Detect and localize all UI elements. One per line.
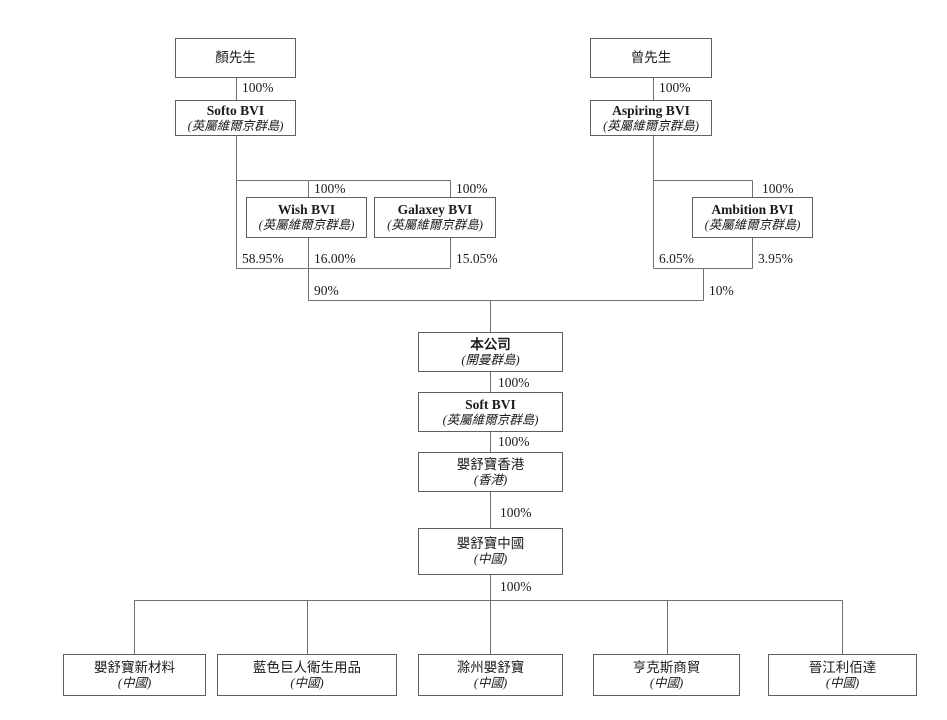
entity-jurisdiction: (英屬維爾京群島) <box>387 218 483 233</box>
entity-name: 滁州嬰舒寶 <box>456 659 525 675</box>
entity-name: 亨克斯商貿 <box>632 659 701 675</box>
pct-soft-to-hk: 100% <box>498 434 530 449</box>
entity-jurisdiction: (英屬維爾京群島) <box>258 218 355 233</box>
entity-name: 晉江利佰達 <box>808 659 877 675</box>
entity-jurisdiction: (英屬維爾京群島) <box>603 118 699 133</box>
pct-hk-to-cn: 100% <box>500 505 532 520</box>
node-aspiring-bvi: Aspiring BVI (英屬維爾京群島) <box>590 100 712 136</box>
pct-cn-to-subsidiaries: 100% <box>500 579 532 594</box>
node-mr-zeng: 曾先生 <box>590 38 712 78</box>
entity-jurisdiction: (中國) <box>473 675 508 690</box>
entity-name: 本公司 <box>470 336 511 352</box>
entity-jurisdiction: (英屬維爾京群島) <box>187 118 284 133</box>
pct-softo-to-wish: 100% <box>314 181 346 196</box>
node-mr-yan: 顏先生 <box>175 38 296 78</box>
pct-right-group-total: 10% <box>709 283 734 298</box>
entity-name: 顏先生 <box>215 50 256 66</box>
entity-name: 曾先生 <box>630 50 672 66</box>
entity-jurisdiction: (英屬維爾京群島) <box>704 218 801 233</box>
entity-name: Wish BVI <box>277 202 336 218</box>
node-the-company: 本公司 (開曼群島) <box>418 332 563 372</box>
entity-jurisdiction: (中國) <box>649 675 684 690</box>
entity-jurisdiction: (開曼群島) <box>461 352 520 367</box>
entity-name: 嬰舒寶香港 <box>456 456 525 472</box>
node-soft-bvi: Soft BVI (英屬維爾京群島) <box>418 392 563 432</box>
node-jinjiang-libaida: 晉江利佰達 (中國) <box>768 654 917 696</box>
entity-name: Aspiring BVI <box>612 102 690 118</box>
node-blue-giant-hygiene-products: 藍色巨人衛生用品 (中國) <box>217 654 397 696</box>
pct-company-to-soft: 100% <box>498 375 530 390</box>
entity-jurisdiction: (英屬維爾京群島) <box>442 412 539 427</box>
entity-name: Ambition BVI <box>711 202 794 218</box>
entity-jurisdiction: (中國) <box>290 675 324 690</box>
entity-name: 嬰舒寶新材料 <box>94 659 175 675</box>
entity-jurisdiction: (中國) <box>825 675 860 690</box>
node-yingshubao-hongkong: 嬰舒寶香港 (香港) <box>418 452 563 492</box>
pct-zeng-to-aspiring: 100% <box>659 80 691 95</box>
node-chuzhou-yingshubao: 滁州嬰舒寶 (中國) <box>418 654 563 696</box>
entity-name: 藍色巨人衛生用品 <box>253 659 361 675</box>
entity-name: Softo BVI <box>206 102 265 118</box>
entity-jurisdiction: (中國) <box>473 552 508 567</box>
entity-jurisdiction: (中國) <box>117 675 152 690</box>
node-galaxey-bvi: Galaxey BVI (英屬維爾京群島) <box>374 197 496 238</box>
node-softo-bvi: Softo BVI (英屬維爾京群島) <box>175 100 296 136</box>
node-hengkesi-trading: 亨克斯商貿 (中國) <box>593 654 740 696</box>
entity-name: 嬰舒寶中國 <box>456 536 525 552</box>
pct-aspiring-in-company: 6.05% <box>659 251 694 266</box>
entity-name: Galaxey BVI <box>397 202 473 218</box>
pct-ambition-in-company: 3.95% <box>758 251 793 266</box>
pct-aspiring-to-ambition: 100% <box>762 181 794 196</box>
pct-softo-in-company: 58.95% <box>242 251 284 266</box>
entity-name: Soft BVI <box>465 396 516 412</box>
pct-galaxey-in-company: 15.05% <box>456 251 498 266</box>
entity-jurisdiction: (香港) <box>473 472 508 487</box>
node-yingshubao-new-materials: 嬰舒寶新材料 (中國) <box>63 654 206 696</box>
node-yingshubao-china: 嬰舒寶中國 (中國) <box>418 528 563 575</box>
pct-left-group-total: 90% <box>314 283 339 298</box>
node-ambition-bvi: Ambition BVI (英屬維爾京群島) <box>692 197 813 238</box>
node-wish-bvi: Wish BVI (英屬維爾京群島) <box>246 197 367 238</box>
pct-wish-in-company: 16.00% <box>314 251 356 266</box>
pct-yan-to-softo: 100% <box>242 80 274 95</box>
pct-softo-to-galaxey: 100% <box>456 181 488 196</box>
